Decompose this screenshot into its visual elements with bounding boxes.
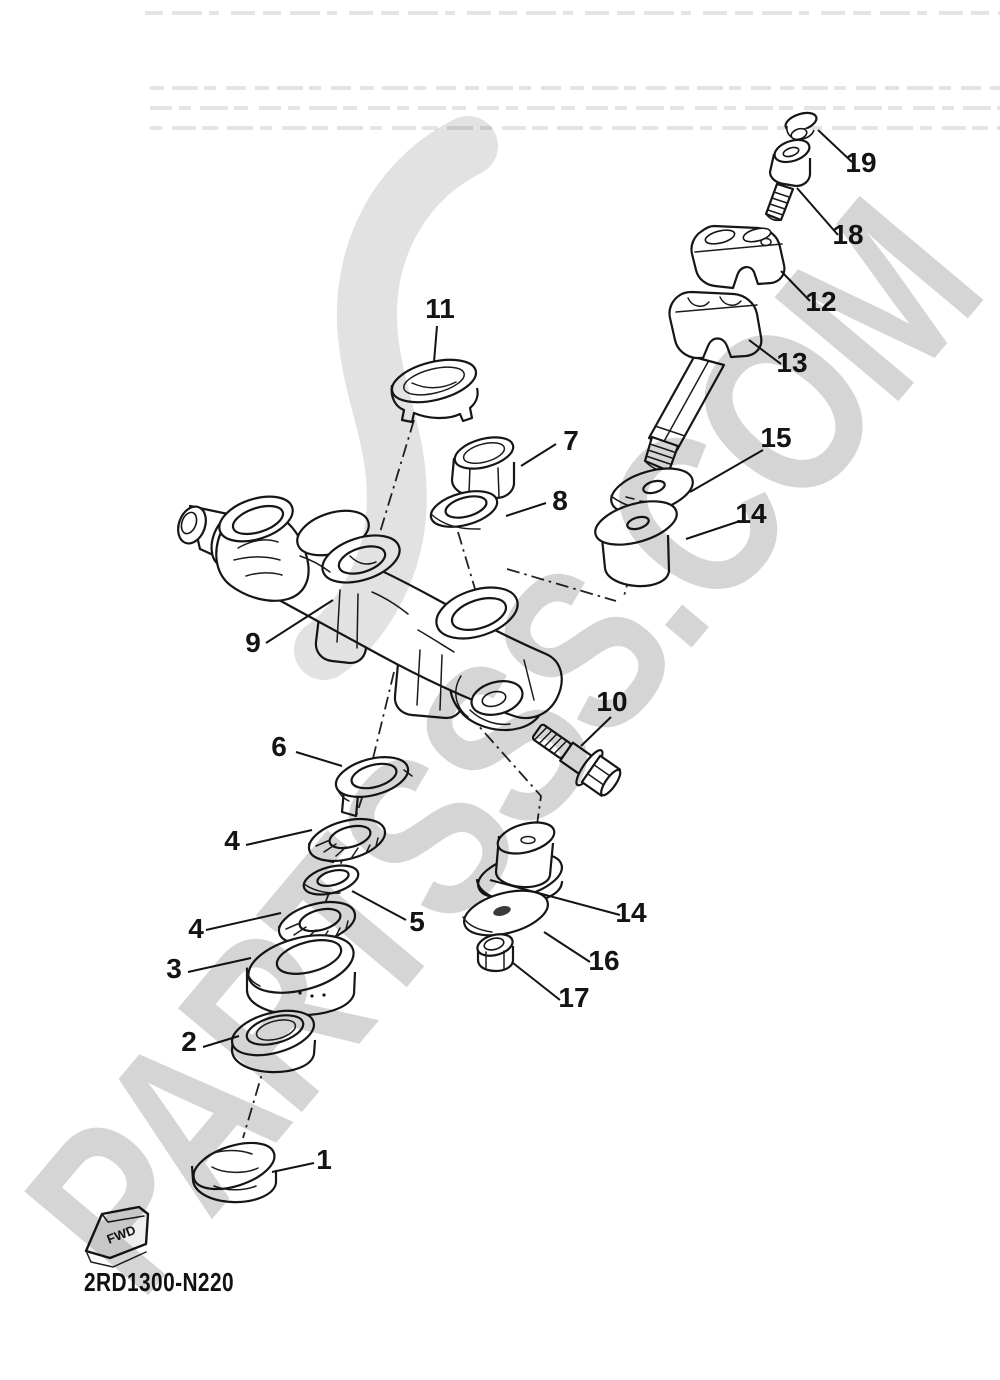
part-3-bearing-race xyxy=(245,934,357,1017)
watermark-swoosh xyxy=(294,116,498,680)
part-18-socket-bolt xyxy=(764,138,812,222)
callout-12: 12 xyxy=(805,286,836,317)
callout-14-top: 14 xyxy=(735,498,767,529)
part-4-bearing-upper xyxy=(307,817,387,864)
drawing-code: 2RD1300-N220 xyxy=(84,1267,234,1297)
fwd-arrow-icon: FWD xyxy=(84,1205,150,1268)
callout-9: 9 xyxy=(245,627,261,658)
callout-8: 8 xyxy=(552,485,568,516)
part-7-stem-nut xyxy=(450,436,516,500)
part-12-holder-upper xyxy=(690,224,786,290)
callout-5: 5 xyxy=(409,906,425,937)
callout-10: 10 xyxy=(596,686,627,717)
callout-17: 17 xyxy=(558,982,589,1013)
part-6-lock-washer xyxy=(334,756,413,818)
leader-lines xyxy=(187,129,853,1173)
callout-14-bottom: 14 xyxy=(615,897,647,928)
callout-19: 19 xyxy=(845,147,876,178)
callout-7: 7 xyxy=(563,425,579,456)
part-10-bolt xyxy=(531,723,622,797)
callout-2: 2 xyxy=(181,1026,197,1057)
callout-6: 6 xyxy=(271,731,287,762)
callout-3: 3 xyxy=(166,953,182,984)
background-texture xyxy=(145,11,1000,130)
part-8-washer xyxy=(429,490,499,530)
callout-4-upper: 4 xyxy=(224,825,240,856)
callout-13: 13 xyxy=(776,347,807,378)
callout-4-lower: 4 xyxy=(188,913,204,944)
part-16-washer xyxy=(462,889,549,937)
part-14-damper-top xyxy=(594,500,678,588)
part-19-cap xyxy=(784,111,818,141)
callout-labels: 11 7 8 9 6 4 5 4 3 2 1 10 14 16 17 19 18… xyxy=(166,147,876,1175)
callout-18: 18 xyxy=(832,219,863,250)
part-17-nut xyxy=(476,933,515,973)
part-5-washer xyxy=(302,864,360,896)
callout-11: 11 xyxy=(425,293,455,324)
part-2-race xyxy=(230,1009,317,1074)
part-1-dust-cover xyxy=(190,1141,278,1204)
callout-1: 1 xyxy=(316,1144,332,1175)
callout-16: 16 xyxy=(588,945,619,976)
part-14-damper-bottom xyxy=(475,821,564,904)
callout-15: 15 xyxy=(760,422,791,453)
